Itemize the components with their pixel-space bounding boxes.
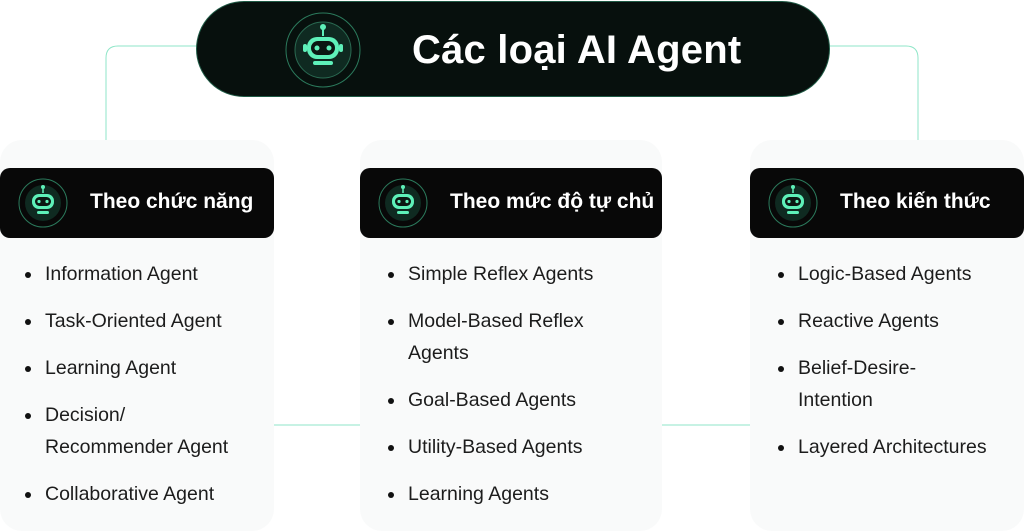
category-label: Theo mức độ tự chủ <box>450 190 655 213</box>
list-item: Model-Based Reflex Agents <box>388 305 618 369</box>
list-item: Layered Architectures <box>778 431 1018 463</box>
category-label: Theo kiến thức <box>840 190 991 213</box>
list-item: Utility-Based Agents <box>388 431 648 463</box>
list-item: Information Agent <box>25 258 265 290</box>
robot-icon <box>378 178 428 228</box>
robot-icon <box>18 178 68 228</box>
list-item: Reactive Agents <box>778 305 1018 337</box>
list-item: Logic-Based Agents <box>778 258 1018 290</box>
list-item: Belief-Desire-Intention <box>778 352 958 416</box>
title-banner: Các loại AI Agent <box>196 1 830 97</box>
list-item: Simple Reflex Agents <box>388 258 648 290</box>
page-title: Các loại AI Agent <box>412 28 742 72</box>
robot-icon <box>285 12 361 88</box>
category-label: Theo chức năng <box>90 190 254 213</box>
list-item: Learning Agents <box>388 478 648 510</box>
category-header-function: Theo chức năng <box>0 168 274 238</box>
list-item: Decision/ Recommender Agent <box>25 399 235 463</box>
category-header-autonomy: Theo mức độ tự chủ <box>360 168 662 238</box>
list-item: Collaborative Agent <box>25 478 265 510</box>
item-list-function: Information Agent Task-Oriented Agent Le… <box>25 258 265 525</box>
item-list-knowledge: Logic-Based Agents Reactive Agents Belie… <box>778 258 1018 478</box>
item-list-autonomy: Simple Reflex Agents Model-Based Reflex … <box>388 258 648 525</box>
list-item: Goal-Based Agents <box>388 384 648 416</box>
list-item: Task-Oriented Agent <box>25 305 265 337</box>
category-header-knowledge: Theo kiến thức <box>750 168 1024 238</box>
robot-icon <box>768 178 818 228</box>
list-item: Learning Agent <box>25 352 265 384</box>
